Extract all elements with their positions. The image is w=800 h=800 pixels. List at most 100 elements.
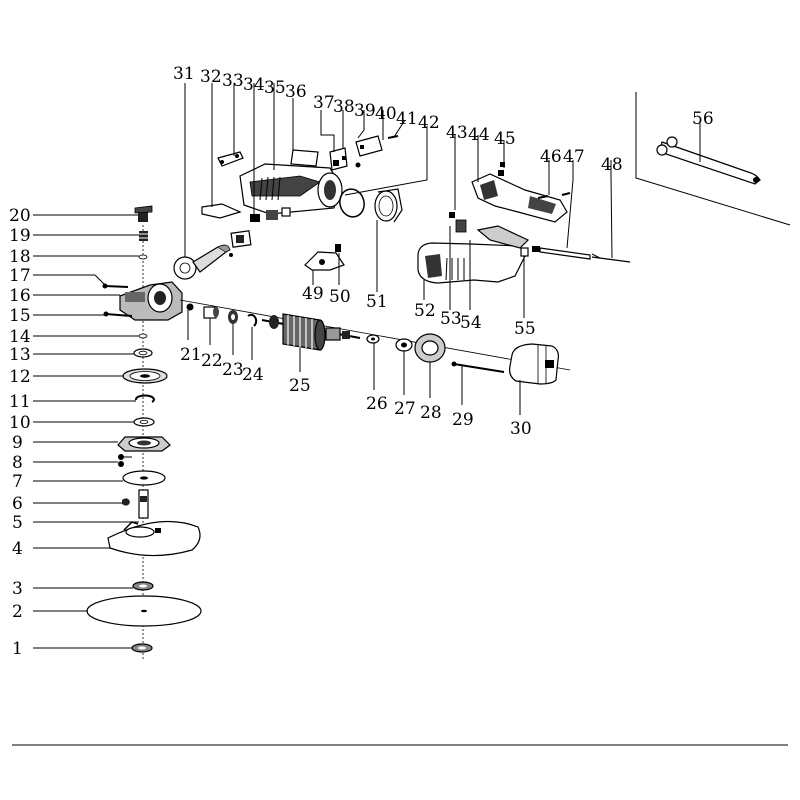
label-2: 2 bbox=[12, 602, 23, 622]
part-56-wrench bbox=[656, 136, 761, 185]
part-27-bearing-sleeve bbox=[395, 338, 413, 352]
label-46: 46 bbox=[540, 147, 562, 167]
label-48: 48 bbox=[601, 155, 623, 175]
label-13: 13 bbox=[9, 345, 31, 365]
part-22-bearing bbox=[203, 306, 219, 319]
label-3: 3 bbox=[12, 579, 23, 599]
part-26-bearing bbox=[366, 334, 380, 344]
label-27: 27 bbox=[394, 399, 416, 419]
label-18: 18 bbox=[9, 247, 31, 267]
part-7-flange bbox=[122, 470, 166, 486]
label-49: 49 bbox=[302, 284, 324, 304]
label-36: 36 bbox=[285, 82, 307, 102]
label-22: 22 bbox=[201, 351, 223, 371]
label-11: 11 bbox=[9, 392, 31, 412]
part-11-circlip bbox=[134, 394, 155, 403]
part-21-ball bbox=[186, 303, 194, 311]
part-31-aux-handle bbox=[173, 244, 231, 280]
part-53-carbon-brush bbox=[455, 219, 467, 233]
label-44: 44 bbox=[468, 125, 490, 145]
label-37: 37 bbox=[313, 93, 335, 113]
part-19-spring bbox=[139, 231, 148, 241]
label-56: 56 bbox=[692, 109, 714, 129]
label-43: 43 bbox=[446, 123, 468, 143]
label-41: 41 bbox=[396, 109, 418, 129]
part-1-outer-nut bbox=[131, 643, 153, 653]
part-20-spindle-lock bbox=[134, 205, 153, 222]
label-32: 32 bbox=[200, 67, 222, 87]
label-20: 20 bbox=[9, 206, 31, 226]
part-labels: 1 2 3 4 5 6 7 8 9 10 11 12 13 14 15 16 1… bbox=[9, 64, 714, 659]
part-37-38-switch bbox=[329, 147, 348, 171]
label-17: 17 bbox=[9, 266, 31, 286]
label-10: 10 bbox=[9, 413, 31, 433]
part-16-gear-housing bbox=[119, 281, 183, 321]
label-6: 6 bbox=[12, 494, 23, 514]
part-12-gear bbox=[122, 368, 168, 384]
part-35-motor-housing bbox=[239, 163, 343, 215]
label-34: 34 bbox=[243, 75, 265, 95]
label-9: 9 bbox=[12, 433, 23, 453]
label-21: 21 bbox=[180, 345, 202, 365]
label-40: 40 bbox=[375, 104, 397, 124]
label-16: 16 bbox=[9, 286, 31, 306]
switch-plate bbox=[229, 230, 252, 257]
part-51-nose-ring bbox=[374, 188, 403, 223]
part-3-inner-flange bbox=[132, 581, 154, 591]
label-53: 53 bbox=[440, 309, 462, 329]
part-30-stator bbox=[509, 343, 559, 385]
label-26: 26 bbox=[366, 394, 388, 414]
part-36-label bbox=[290, 149, 319, 167]
part-8-screws bbox=[118, 454, 132, 467]
part-4-wheel-guard bbox=[107, 520, 201, 557]
part-25-armature bbox=[261, 313, 361, 351]
label-24: 24 bbox=[242, 365, 264, 385]
part-29-long-screw bbox=[451, 361, 505, 373]
part-10-washer bbox=[133, 417, 155, 427]
part-32-dust-cover bbox=[201, 203, 242, 219]
part-52-rear-handle bbox=[417, 242, 526, 284]
label-12: 12 bbox=[9, 367, 31, 387]
part-34-switch-parts bbox=[250, 207, 291, 222]
part-48-cable bbox=[591, 253, 631, 263]
part-50-spring bbox=[335, 244, 341, 252]
label-23: 23 bbox=[222, 360, 244, 380]
part-6-key bbox=[122, 498, 130, 506]
label-54: 54 bbox=[460, 313, 482, 333]
part-14-ring bbox=[138, 333, 148, 339]
part-23-pinion bbox=[228, 310, 238, 324]
part-13-bearing bbox=[133, 348, 153, 358]
label-1: 1 bbox=[12, 639, 23, 659]
part-33-clip bbox=[217, 151, 244, 167]
label-4: 4 bbox=[12, 539, 23, 559]
label-29: 29 bbox=[452, 410, 474, 430]
part-24-retaining-ring bbox=[247, 313, 258, 327]
part-47-cable-sleeve bbox=[532, 246, 591, 260]
label-31: 31 bbox=[173, 64, 195, 84]
part-44-handle-cover bbox=[471, 173, 568, 223]
part-28-baffle bbox=[414, 333, 446, 363]
label-5: 5 bbox=[12, 513, 23, 533]
label-38: 38 bbox=[333, 97, 355, 117]
part-45-switch-lever bbox=[476, 162, 530, 249]
part-40-41-screws bbox=[355, 135, 399, 168]
label-8: 8 bbox=[12, 453, 23, 473]
part-46-screws bbox=[537, 192, 571, 199]
part-39-brush-holder bbox=[355, 135, 383, 157]
part-18-washer bbox=[138, 254, 148, 260]
label-14: 14 bbox=[9, 327, 31, 347]
label-42: 42 bbox=[418, 113, 440, 133]
part-5-spindle bbox=[138, 489, 149, 519]
part-49-bracket bbox=[304, 251, 345, 271]
label-30: 30 bbox=[510, 419, 532, 439]
label-55: 55 bbox=[514, 319, 536, 339]
label-19: 19 bbox=[9, 226, 31, 246]
part-17-screw bbox=[102, 283, 129, 289]
label-35: 35 bbox=[264, 78, 286, 98]
label-39: 39 bbox=[354, 101, 376, 121]
part-2-grinding-disc bbox=[86, 595, 202, 627]
label-52: 52 bbox=[414, 301, 436, 321]
label-15: 15 bbox=[9, 306, 31, 326]
label-7: 7 bbox=[12, 472, 23, 492]
